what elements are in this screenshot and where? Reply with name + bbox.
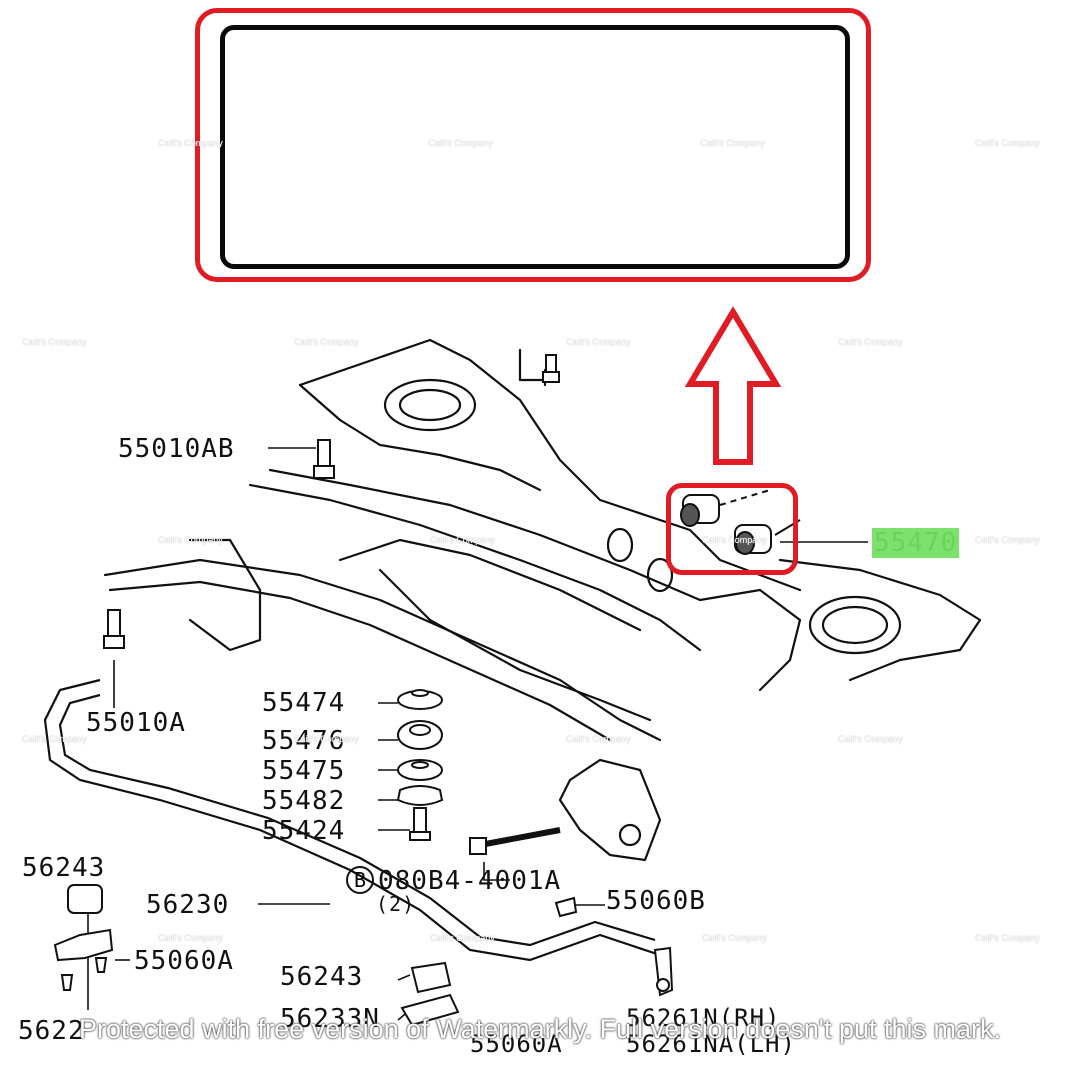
watermark-label: Caili's Company — [430, 933, 495, 943]
part-label-55010A: 55010A — [86, 708, 186, 738]
part-qty-080B4: (2) — [376, 892, 416, 916]
part-label-55424: 55424 — [262, 816, 346, 846]
watermark-label: Caili's Company — [838, 337, 903, 347]
watermark-label: Caili's Company — [158, 138, 223, 148]
part-label-5622-partial: 5622 — [18, 1016, 85, 1046]
inset-highlight-frame — [195, 8, 871, 282]
inset-watermark-left: Caili's Company — [428, 138, 493, 148]
bushing-callout-parts — [680, 489, 801, 555]
watermark-label: Caili's Company — [566, 734, 631, 744]
callout-circle-b: B — [346, 866, 374, 894]
part-label-55475: 55475 — [262, 756, 346, 786]
watermark-label: Caili's Company — [158, 933, 223, 943]
bushing-callout-box — [666, 483, 798, 575]
bolt-drawings — [103, 354, 561, 855]
watermark-label: Caili's Company — [566, 337, 631, 347]
part-label-55060B: 55060B — [606, 886, 706, 916]
part-label-56243-mid: 56243 — [280, 962, 364, 992]
part-label-55476: 55476 — [262, 726, 346, 756]
washer-stack — [396, 689, 444, 841]
watermark-label: Caili's Company — [294, 337, 359, 347]
part-label-55470: 55470 — [872, 528, 960, 558]
part-label-55010AB: 55010AB — [118, 434, 235, 464]
watermark-label: Caili's Company — [975, 138, 1040, 148]
part-label-55060A-bottom: 55060A — [470, 1030, 563, 1058]
subframe-drawing — [103, 338, 982, 862]
watermark-label: Caili's Company — [158, 535, 223, 545]
watermark-label: Caili's Company — [838, 734, 903, 744]
stabilizer-bar — [43, 678, 661, 962]
watermark-label: Caili's Company — [430, 535, 495, 545]
inset-photo-frame — [220, 25, 850, 269]
stabilizer-brackets — [53, 884, 674, 1027]
watermark-label: Caili's Company — [702, 535, 767, 545]
part-label-55482: 55482 — [262, 786, 346, 816]
watermark-label: Caili's Company — [294, 734, 359, 744]
watermark-label: Caili's Company — [22, 734, 87, 744]
part-label-56230: 56230 — [146, 890, 230, 920]
watermark-label: Caili's Company — [702, 933, 767, 943]
leader-lines — [87, 447, 605, 1021]
watermark-label: Caili's Company — [975, 933, 1040, 943]
watermark-label: Caili's Company — [22, 337, 87, 347]
watermark-label: Caili's Company — [975, 535, 1040, 545]
part-label-56233N: 56233N — [280, 1004, 380, 1034]
part-label-56261N-rh: 56261N(RH) — [626, 1004, 781, 1032]
part-label-56261NA-lh: 56261NA(LH) — [626, 1030, 796, 1058]
part-label-56243-left: 56243 — [22, 853, 106, 883]
inset-watermark-right: Caili's Company — [700, 138, 765, 148]
footer-watermark: Protected with free version of Watermark… — [79, 1014, 1001, 1044]
part-label-55060A: 55060A — [134, 946, 234, 976]
up-arrow-icon — [684, 306, 782, 465]
part-label-080B4-4001A: 080B4-4001A — [378, 866, 562, 896]
part-label-55474: 55474 — [262, 688, 346, 718]
